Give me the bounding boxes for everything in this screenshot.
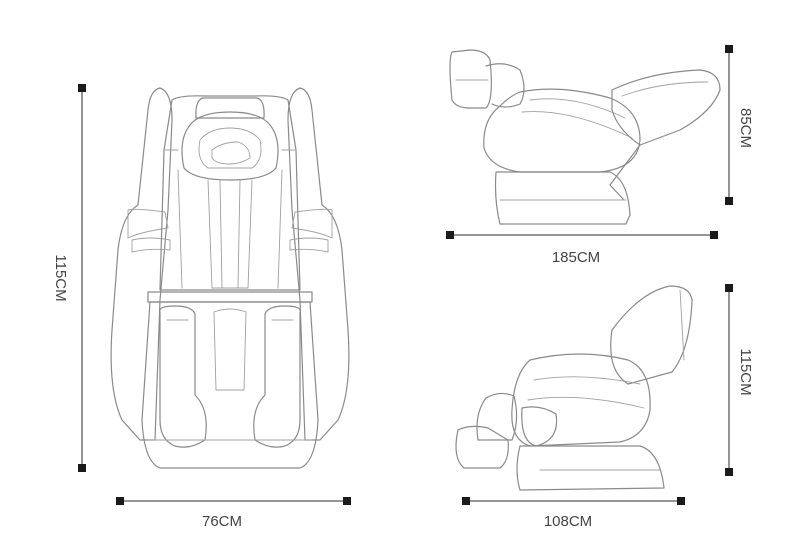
reclined-length-dimension: 185CM: [446, 231, 718, 266]
front-height-dimension: 115CM: [52, 84, 86, 472]
front-width-dimension: 76CM: [116, 497, 351, 530]
upright-height-dimension: 115CM: [725, 284, 754, 476]
upright-length-dimension: 108CM: [462, 497, 685, 530]
upright-height-label: 115CM: [737, 348, 754, 395]
reclined-length-label: 185CM: [552, 249, 600, 266]
upright-side-chair: [455, 285, 693, 491]
reclined-height-dimension: 85CM: [725, 45, 754, 205]
reclined-height-label: 85CM: [737, 108, 754, 148]
upright-length-label: 108CM: [544, 513, 592, 530]
reclined-side-chair: [449, 49, 721, 225]
front-height-label: 115CM: [52, 254, 69, 301]
front-width-label: 76CM: [202, 513, 242, 530]
front-view-chair: [110, 87, 350, 469]
